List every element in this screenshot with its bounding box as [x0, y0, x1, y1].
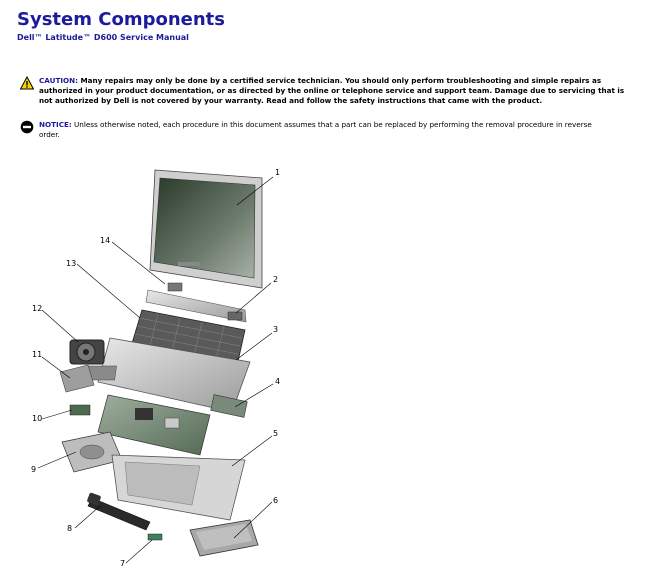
- manual-subtitle: Dell™ Latitude™ D600 Service Manual: [17, 33, 189, 42]
- caution-body: Many repairs may only be done by a certi…: [39, 76, 625, 105]
- warning-triangle-icon: [20, 76, 34, 90]
- caution-text: CAUTION: Many repairs may only be done b…: [39, 76, 639, 106]
- hard-drive: [61, 431, 123, 473]
- small-cable-connector: [147, 533, 163, 541]
- callout-3: 3: [273, 325, 278, 334]
- callout-13: 13: [66, 259, 76, 268]
- callout-14: 14: [100, 236, 110, 245]
- base-assembly: [111, 454, 246, 521]
- palm-rest: [86, 337, 251, 413]
- caution-box: CAUTION: Many repairs may only be done b…: [20, 76, 639, 106]
- exploded-view-diagram: 1 2 3 4 5 6 7 8 9 10 11 12 13 14: [31, 168, 280, 567]
- notice-text: NOTICE: Unless otherwise noted, each pro…: [39, 120, 614, 140]
- speaker-assembly: [87, 492, 151, 531]
- battery: [189, 519, 259, 557]
- notice-body: Unless otherwise noted, each procedure i…: [39, 120, 592, 139]
- modem-card: [69, 404, 91, 416]
- callout-7: 7: [120, 559, 125, 567]
- callout-5: 5: [273, 429, 278, 438]
- cooling-fan: [69, 339, 105, 365]
- callout-10: 10: [32, 414, 42, 423]
- leader-lines: [37, 176, 274, 564]
- callout-11: 11: [32, 350, 42, 359]
- notice-label: NOTICE:: [39, 120, 72, 129]
- hinge-cover: [145, 282, 247, 323]
- callout-4: 4: [275, 377, 280, 386]
- system-board: [97, 394, 211, 456]
- connector-board: [210, 394, 248, 418]
- page-title: System Components: [17, 9, 225, 30]
- display-assembly: [149, 169, 263, 289]
- callout-6: 6: [273, 496, 278, 505]
- notice-box: NOTICE: Unless otherwise noted, each pro…: [20, 120, 614, 140]
- bracket: [59, 364, 95, 393]
- callout-2: 2: [273, 275, 278, 284]
- caution-label: CAUTION:: [39, 76, 79, 85]
- callout-12: 12: [32, 304, 42, 313]
- callout-8: 8: [67, 524, 72, 533]
- callout-9: 9: [31, 465, 36, 474]
- callout-labels: 1 2 3 4 5 6 7 8 9 10 11 12 13 14: [31, 168, 280, 567]
- notice-stop-icon: [20, 120, 34, 134]
- callout-1: 1: [275, 168, 280, 177]
